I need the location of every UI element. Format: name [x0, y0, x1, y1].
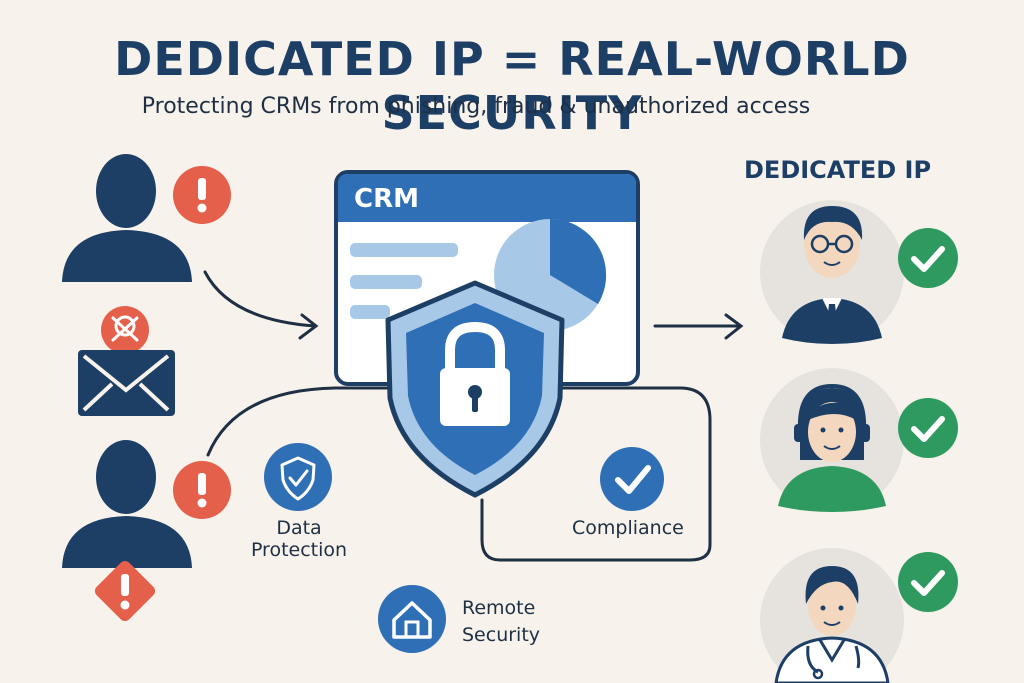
alert-icon-2 — [173, 461, 231, 519]
dedicated-ip-label: DEDICATED IP — [744, 156, 932, 184]
crm-label: CRM — [354, 184, 419, 214]
support-agent-avatar-icon — [760, 368, 904, 512]
remote-security-label: Remote Security — [462, 595, 540, 649]
doctor-avatar-icon — [760, 548, 904, 683]
home-icon — [378, 585, 446, 653]
page-title: DEDICATED IP = REAL-WORLD SECURITY — [114, 32, 910, 140]
page-subtitle: Protecting CRMs from phishing, fraud & u… — [141, 94, 811, 119]
businessman-avatar-icon — [760, 200, 904, 344]
anonymous-user-icon — [62, 154, 192, 282]
data-protection-line2: Protection — [250, 539, 348, 561]
lower-connector — [206, 386, 432, 457]
check-badge-icon — [898, 398, 958, 458]
shield-lock-icon — [385, 280, 565, 498]
data-protection-line1: Data — [276, 517, 322, 539]
checkmark-icon — [600, 447, 664, 511]
output-arrow-head — [724, 313, 744, 340]
skull-icon — [101, 306, 149, 354]
warning-diamond-icon — [94, 560, 156, 622]
alert-icon — [173, 166, 231, 224]
compliance-label: Compliance — [572, 517, 684, 539]
connector-lines — [203, 270, 744, 562]
anonymous-user-icon-2 — [62, 440, 192, 568]
shield-check-icon — [264, 443, 332, 511]
crm-text-line — [350, 275, 422, 289]
check-badge-icon — [898, 552, 958, 612]
remote-security-line1: Remote — [462, 597, 536, 619]
crm-text-line — [350, 243, 458, 257]
remote-security-line2: Security — [462, 624, 541, 646]
compliance-connector — [480, 386, 712, 562]
data-protection-label: Data Protection — [247, 517, 351, 561]
crm-text-line — [350, 305, 390, 319]
phishing-email-icon — [78, 350, 175, 416]
check-badge-icon — [898, 228, 958, 288]
threat-arrow-line — [203, 270, 317, 328]
threat-arrow-head — [298, 313, 319, 340]
